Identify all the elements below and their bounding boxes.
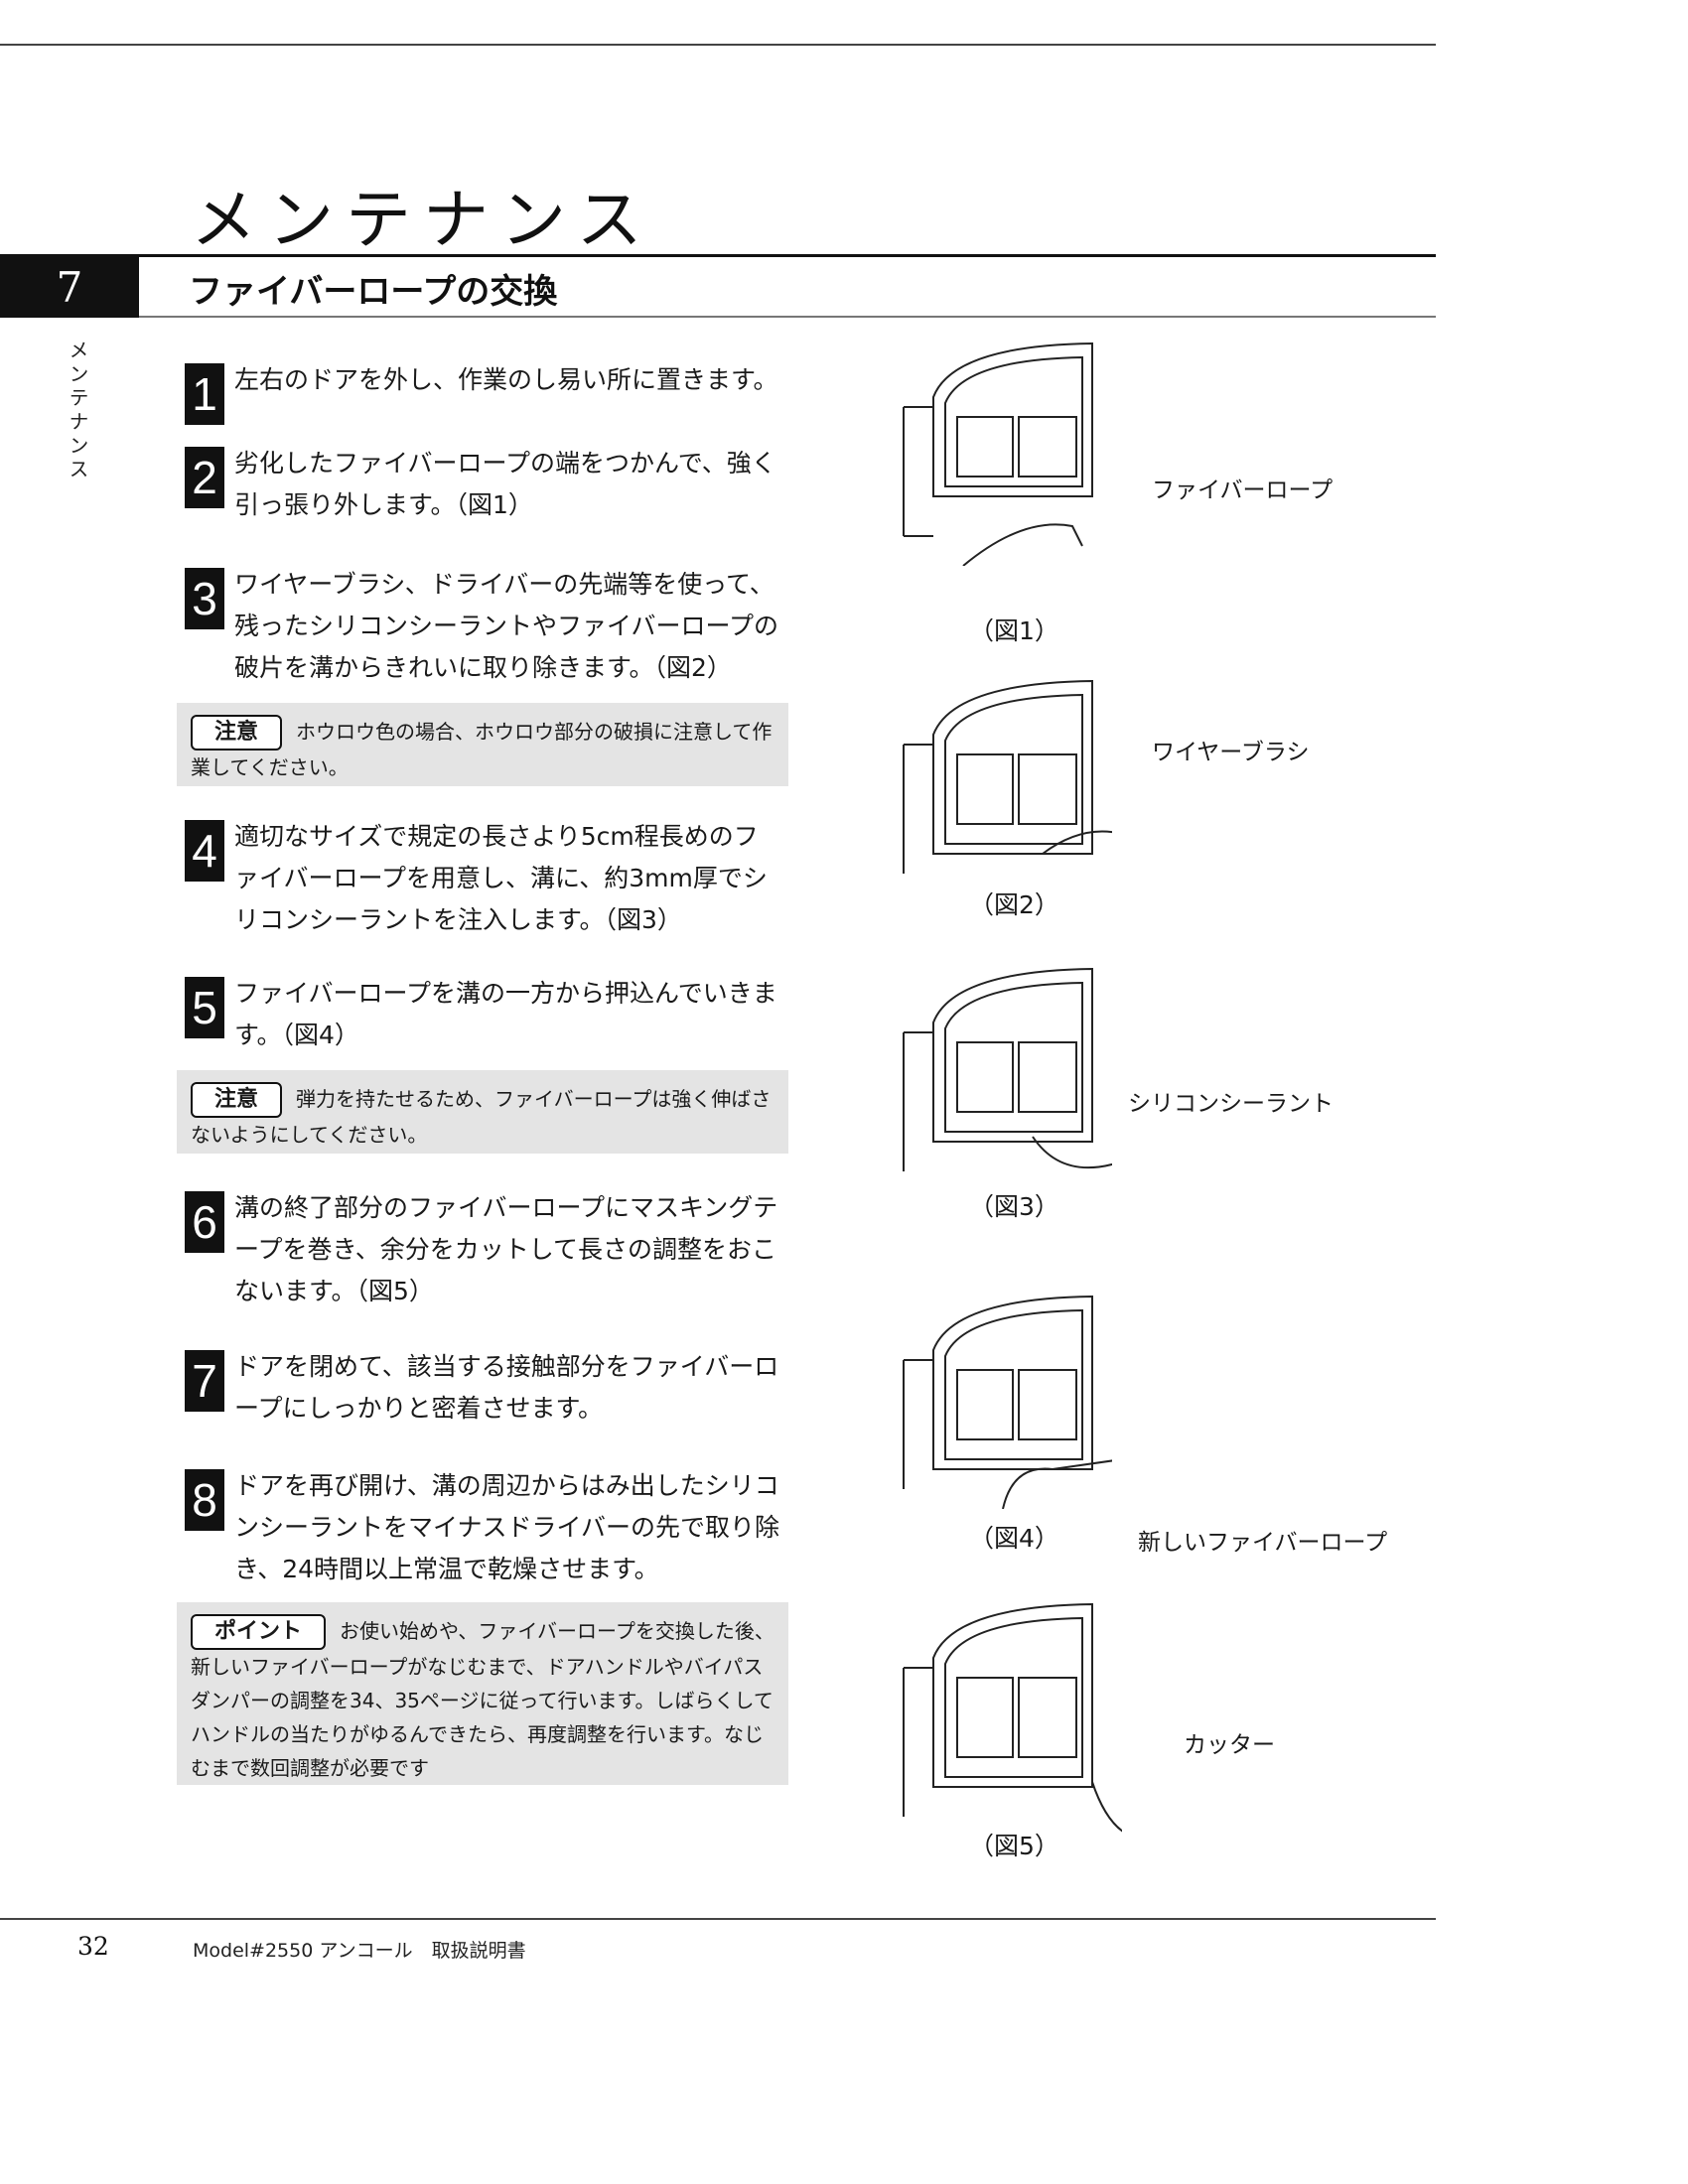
step-4: 4 適切なサイズで規定の長さより5cm程長めのファイバーロープを用意し、溝に、約… (185, 816, 780, 941)
note-text: 弾力を持たせるため、ファイバーロープは強く伸ばさないようにしてください。 (191, 1087, 772, 1147)
step-number: 1 (185, 363, 224, 425)
figure-5-illustration (903, 1602, 1122, 1833)
figure-1-illustration (903, 341, 1093, 566)
side-tab: メンテナンス (66, 340, 89, 482)
step-number: 6 (185, 1191, 224, 1253)
section-title: ファイバーロープの交換 (189, 272, 558, 312)
figure-4-label: （図4） (969, 1524, 1059, 1553)
top-rule (0, 44, 1436, 46)
note-text: ホウロウ色の場合、ホウロウ部分の破損に注意して作業してください。 (191, 720, 773, 779)
step-text: 左右のドアを外し、作業のし易い所に置きます。 (234, 365, 778, 394)
figure-5-callout: カッター (1184, 1732, 1275, 1758)
step-6: 6 溝の終了部分のファイバーロープにマスキングテープを巻き、余分をカットして長さ… (185, 1187, 780, 1312)
step-text: 劣化したファイバーロープの端をつかんで、強く引っ張り外します。（図1） (234, 449, 776, 519)
figure-3-callout: シリコンシーラント (1128, 1091, 1334, 1117)
step-1: 1 左右のドアを外し、作業のし易い所に置きます。 (185, 359, 780, 425)
step-7: 7 ドアを閉めて、該当する接触部分をファイバーロープにしっかりと密着させます。 (185, 1346, 780, 1430)
figure-2-callout: ワイヤーブラシ (1152, 740, 1310, 765)
figure-4-illustration (903, 1295, 1112, 1509)
caution-note-1: 注意ホウロウ色の場合、ホウロウ部分の破損に注意して作業してください。 (177, 703, 788, 786)
section-number: 7 (0, 256, 139, 318)
figure-3-illustration (903, 967, 1112, 1171)
footer-rule (0, 1918, 1436, 1920)
figure-2-illustration (903, 679, 1112, 874)
step-8: 8 ドアを再び開け、溝の周辺からはみ出したシリコンシーラントをマイナスドライバー… (185, 1465, 780, 1590)
step-number: 5 (185, 977, 224, 1038)
step-number: 7 (185, 1350, 224, 1412)
point-tag: ポイント (191, 1614, 327, 1650)
step-text: 溝の終了部分のファイバーロープにマスキングテープを巻き、余分をカットして長さの調… (234, 1193, 778, 1305)
page-number: 32 (77, 1932, 109, 1961)
step-number: 2 (185, 447, 224, 508)
figure-2-label: （図2） (969, 890, 1059, 919)
figure-5-label: （図5） (969, 1832, 1059, 1860)
step-text: 適切なサイズで規定の長さより5cm程長めのファイバーロープを用意し、溝に、約3m… (234, 822, 768, 934)
step-text: ワイヤーブラシ、ドライバーの先端等を使って、残ったシリコンシーラントやファイバー… (234, 570, 779, 682)
step-number: 4 (185, 820, 224, 882)
step-3: 3 ワイヤーブラシ、ドライバーの先端等を使って、残ったシリコンシーラントやファイ… (185, 564, 780, 689)
note-text: お使い始めや、ファイバーロープを交換した後、新しいファイバーロープがなじむまで、… (191, 1619, 774, 1780)
figure-3-label: （図3） (969, 1192, 1059, 1221)
step-number: 8 (185, 1469, 224, 1531)
step-5: 5 ファイバーロープを溝の一方から押込んでいきます。（図4） (185, 973, 780, 1056)
caution-note-2: 注意弾力を持たせるため、ファイバーロープは強く伸ばさないようにしてください。 (177, 1070, 788, 1154)
step-text: ドアを再び開け、溝の周辺からはみ出したシリコンシーラントをマイナスドライバーの先… (234, 1471, 780, 1583)
step-number: 3 (185, 568, 224, 629)
footer-text: Model#2550 アンコール 取扱説明書 (193, 1940, 526, 1962)
step-text: ドアを閉めて、該当する接触部分をファイバーロープにしっかりと密着させます。 (234, 1352, 779, 1423)
step-2: 2 劣化したファイバーロープの端をつかんで、強く引っ張り外します。（図1） (185, 443, 780, 526)
figure-4-callout: 新しいファイバーロープ (1138, 1530, 1388, 1556)
section-rule (139, 316, 1436, 318)
figure-1-callout: ファイバーロープ (1152, 478, 1334, 503)
point-note: ポイントお使い始めや、ファイバーロープを交換した後、新しいファイバーロープがなじ… (177, 1602, 788, 1785)
heading-rule (0, 254, 1436, 257)
page-heading: メンテナンス (191, 182, 654, 258)
step-text: ファイバーロープを溝の一方から押込んでいきます。（図4） (234, 979, 777, 1049)
figure-1-label: （図1） (969, 616, 1059, 645)
caution-tag: 注意 (191, 715, 283, 751)
caution-tag: 注意 (191, 1082, 283, 1118)
